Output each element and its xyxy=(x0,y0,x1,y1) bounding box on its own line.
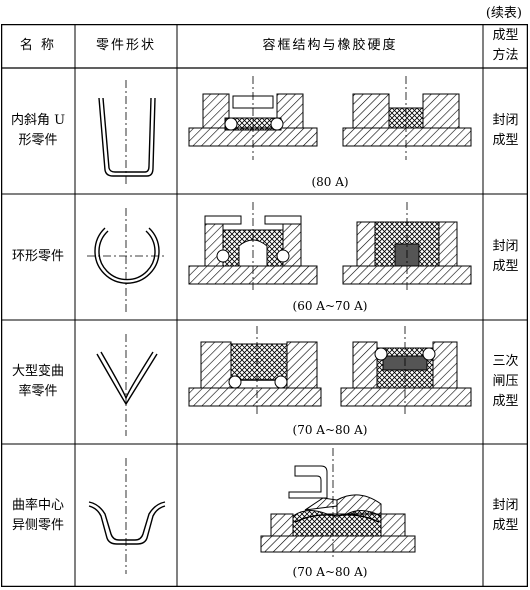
row3-die-drawing xyxy=(188,326,472,414)
row2-name: 环形零件 xyxy=(11,249,64,264)
row4-part-shape-drawing xyxy=(88,458,166,574)
continued-label: (续表) xyxy=(485,6,522,21)
table-grid xyxy=(1,24,528,587)
row1-die-drawing xyxy=(188,76,472,160)
header-method: 成型 方法 xyxy=(492,28,519,63)
row4-method: 封闭 成型 xyxy=(492,497,519,533)
row4-hardness: (70 A~80 A) xyxy=(292,565,368,579)
row3-hardness: (70 A~80 A) xyxy=(292,423,368,437)
row4-die-drawing xyxy=(260,448,416,558)
header-shape: 零件形状 xyxy=(95,38,156,53)
row2-method: 封闭 成型 xyxy=(492,239,519,274)
row3-part-shape-drawing xyxy=(96,334,158,436)
header-name: 名 称 xyxy=(19,38,57,53)
header-structure: 容框结构与橡胶硬度 xyxy=(262,38,398,53)
row3-method: 三次 闸压 成型 xyxy=(492,354,519,409)
row2-die-drawing xyxy=(188,202,472,290)
row2-hardness: (60 A~70 A) xyxy=(292,299,368,313)
row2-part-shape-drawing xyxy=(87,208,167,312)
row1-name: 内斜角 U 形零件 xyxy=(10,113,66,148)
row1-part-shape-drawing xyxy=(98,80,156,186)
row1-method: 封闭 成型 xyxy=(492,113,519,148)
process-table: 名 称 零件形状 容框结构与橡胶硬度 成型 方法 内斜角 U 形零件 xyxy=(1,24,528,587)
row4-name: 曲率中心 异侧零件 xyxy=(11,497,64,533)
row3-name: 大型变曲 率零件 xyxy=(11,364,64,399)
row1-hardness: (80 A) xyxy=(311,175,349,189)
